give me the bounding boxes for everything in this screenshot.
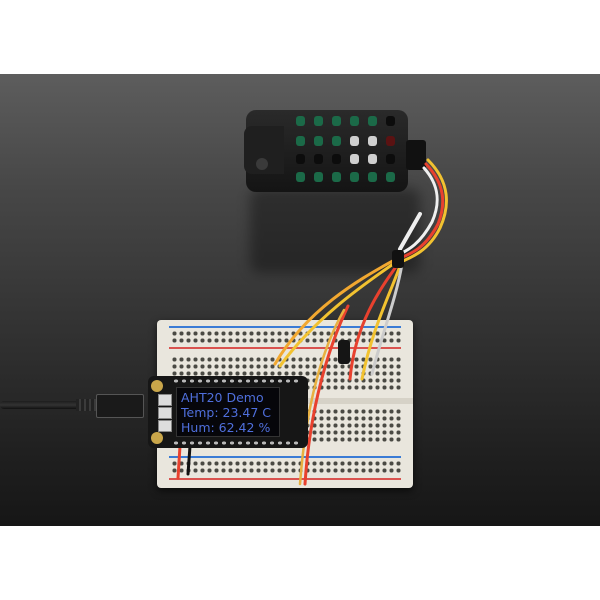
- usb-cable: [0, 401, 92, 409]
- usb-strain-relief: [76, 399, 98, 411]
- oled-humidity: Hum: 62.42 %: [181, 420, 271, 435]
- oled-display: AHT20 Demo Temp: 23.47 C Hum: 62.42 %: [176, 387, 280, 437]
- mounting-pad: [151, 380, 163, 392]
- vent-slot: [368, 154, 377, 164]
- vent-slot: [332, 136, 341, 146]
- vent-slot: [350, 136, 359, 146]
- rail-positive-bottom: [169, 478, 401, 480]
- rail-negative-top: [169, 326, 401, 328]
- button-b[interactable]: [158, 407, 172, 419]
- vent-slot: [386, 172, 395, 182]
- vent-slot: [368, 116, 377, 126]
- vent-slot: [386, 116, 395, 126]
- vent-slot: [314, 136, 323, 146]
- vent-slot: [332, 154, 341, 164]
- vent-slot: [350, 172, 359, 182]
- sensor-shadow: [250, 188, 420, 273]
- feather-oled-board: AHT20 Demo Temp: 23.47 C Hum: 62.42 %: [148, 376, 308, 448]
- button-a[interactable]: [158, 394, 172, 406]
- vent-slot: [296, 154, 305, 164]
- mounting-pad: [151, 432, 163, 444]
- cable-grommet: [406, 140, 426, 170]
- vent-slot: [314, 154, 323, 164]
- button-c[interactable]: [158, 420, 172, 432]
- vent-slot: [350, 116, 359, 126]
- aht20-sensor-enclosure: [244, 110, 426, 192]
- header-pins-top: [172, 378, 300, 384]
- vent-slot: [296, 136, 305, 146]
- vent-slot: [332, 172, 341, 182]
- oled-temperature: Temp: 23.47 C: [181, 405, 271, 420]
- rail-negative-bottom: [169, 456, 401, 458]
- vent-slot: [368, 136, 377, 146]
- vent-slot: [314, 116, 323, 126]
- vent-slot: [296, 172, 305, 182]
- oled-title: AHT20 Demo: [181, 390, 264, 405]
- vent-slot: [368, 172, 377, 182]
- vent-slot: [296, 116, 305, 126]
- vent-slot: [350, 154, 359, 164]
- vent-slot: [386, 136, 395, 146]
- mounting-hole: [256, 158, 268, 170]
- header-pins-bottom: [172, 440, 300, 446]
- jumper-wires: [176, 158, 448, 486]
- vent-slot: [386, 154, 395, 164]
- mounting-tab: [244, 126, 284, 174]
- usb-plug: [96, 394, 144, 418]
- vent-slot: [332, 116, 341, 126]
- power-rail-holes-bottom: [171, 460, 401, 474]
- product-photo: AHT20 Demo Temp: 23.47 C Hum: 62.42 %: [0, 74, 600, 526]
- vent-slot: [314, 172, 323, 182]
